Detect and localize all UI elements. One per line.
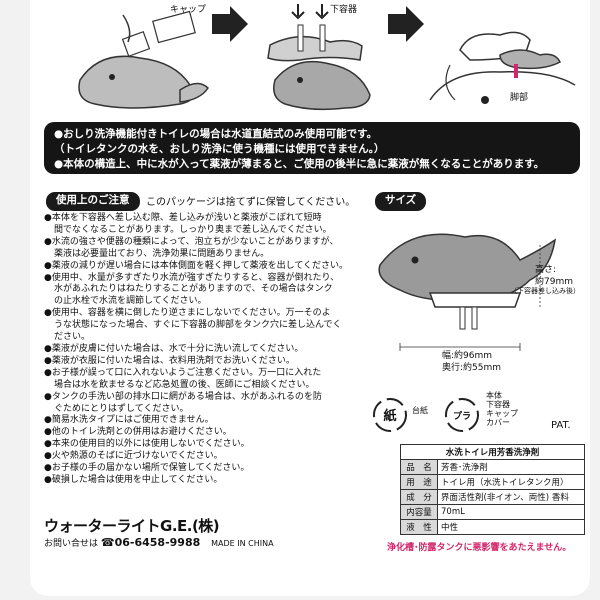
width-label: 幅:約96mm <box>442 351 493 361</box>
size-heading: サイズ <box>375 192 427 211</box>
spec-value: 70mL <box>437 504 585 520</box>
table-row: 品 名芳香･洗浄剤 <box>400 459 585 475</box>
warning-line: うな状態になった場合、すぐに下容器の脚部をタンク穴に差し込んでく <box>54 320 342 331</box>
height-note: （下容器差し込み後） <box>510 287 580 295</box>
plastic-mark: プラ <box>453 410 471 422</box>
company-name: ウォーターライトG.E.(株) <box>44 517 220 535</box>
table-row: 液 性中性 <box>400 519 585 535</box>
table-row: 成 分界面活性剤(非イオン、両性) 香料 <box>400 489 585 505</box>
paper-mark: 紙 <box>383 408 396 424</box>
notice-line: （トイレタンクの水を、おしり洗浄に使う機種には使用できません。） <box>54 143 385 155</box>
warning-line: ●水流の強さや便器の種類によって、泡立ちが少ないことがありますが、 <box>44 236 339 247</box>
phone-number: ☎06-6458-9988 <box>100 536 201 549</box>
height-value: 約79mm <box>535 277 573 287</box>
plastic-item: カバー <box>486 418 510 427</box>
warning-line: の止水栓で水流を調節してください。 <box>54 296 207 307</box>
step2-dolphin-icon <box>267 24 371 111</box>
spec-value: 芳香･洗浄剤 <box>437 459 585 475</box>
down-arrows-icon <box>291 4 329 20</box>
warning-line: ●お子様が誤って口に入れないようご注意ください。万一口に入れた <box>44 367 322 378</box>
usage-heading: 使用上のご注意 <box>46 192 140 211</box>
warning-line: ●火や熱源のそばに近づけないでください。 <box>44 451 223 462</box>
warning-line: ださい。 <box>54 332 91 343</box>
warning-line: ●簡易水洗タイプにはご使用できません。 <box>44 415 214 426</box>
paper-recycle-icon: 紙 <box>373 398 407 432</box>
warning-line: ●本来の使用目的以外には使用しないでください。 <box>44 439 250 450</box>
warning-line: ●本体を下容器へ差し込む際、差し込みが浅いと薬液がこぼれて短時 <box>44 213 322 223</box>
spec-head: 用 途 <box>400 474 438 490</box>
spec-head: 液 性 <box>400 519 438 535</box>
eco-warning: 浄化槽･防露タンクに悪影響をあたえません。 <box>387 543 572 553</box>
spec-head: 成 分 <box>400 489 438 505</box>
notice-line: ●本体の構造上、中に水が入って薬液が薄まると、ご使用の後半に急に薬液が無くなるこ… <box>54 158 545 170</box>
warning-line: ●タンクの手洗い部の排水口に網がある場合は、水があふれるのを防 <box>44 391 322 402</box>
notice-box: ●おしり洗浄機能付きトイレの場合は水道直結式のみ使用可能です。 （トイレタンクの… <box>44 122 580 174</box>
notice-line: ●おしり洗浄機能付きトイレの場合は水道直結式のみ使用可能です。 <box>54 128 378 140</box>
size-dolphin-illustration <box>378 233 557 351</box>
spec-value: トイレ用（水洗トイレタンク用） <box>437 474 585 490</box>
warning-line: ぐためにとりはずしてください。 <box>54 403 189 414</box>
spec-head: 内容量 <box>400 504 438 520</box>
warning-line: ●お子様の手の届かない場所で保管してください。 <box>44 463 250 474</box>
depth-label: 奥行:約55mm <box>442 363 502 373</box>
contact-label: お問い合せは <box>44 539 99 549</box>
leg-label: 脚部 <box>510 91 528 103</box>
contact-line: お問い合せは ☎06-6458-9988 MADE IN CHINA <box>44 536 274 549</box>
warning-line: 薬液は必要量出ており、洗浄効果に問題ありません。 <box>54 248 270 259</box>
warning-line: 場合は水を飲ませるなど応急処置の後、医師にご相談ください。 <box>54 379 315 390</box>
table-row: 用 途トイレ用（水洗トイレタンク用） <box>400 474 585 490</box>
plastic-item: 本体 <box>486 391 502 400</box>
warning-line: ●薬液が衣服に付いた場合は、衣料用洗剤でお洗いください。 <box>44 355 295 366</box>
instruction-illustration: キャップ 下容器 脚部 <box>78 3 576 111</box>
origin-label: MADE IN CHINA <box>211 539 274 548</box>
lower-container-label: 下容器 <box>330 3 357 15</box>
cap-icon <box>152 10 196 44</box>
plastic-recycle-icon: プラ <box>445 398 479 432</box>
patent-label: PAT. <box>551 420 571 431</box>
step3-tank-icon <box>429 31 576 104</box>
package-card: キャップ 下容器 脚部 <box>30 0 590 596</box>
height-label: 高さ: <box>535 265 557 275</box>
plastic-item: 下容器 <box>486 400 510 409</box>
warning-line: ●使用中、水量が多すぎたり水流が強すぎたりすると、容器が倒れたり、 <box>44 272 340 283</box>
table-row: 水洗トイレ用芳香洗浄剤 <box>400 444 585 460</box>
step1-dolphin-icon <box>78 14 209 109</box>
warning-line: ●薬液が皮膚に付いた場合は、水で十分に洗い流してください。 <box>44 343 304 354</box>
warning-line: ●他のトイレ洗剤との併用はお避けください。 <box>44 427 232 438</box>
spec-value: 中性 <box>437 519 585 535</box>
spec-title: 水洗トイレ用芳香洗浄剤 <box>400 444 585 460</box>
plastic-items: 本体 下容器 キャップ カバー <box>486 391 518 427</box>
arrow-right-icon-2 <box>388 6 424 42</box>
arrow-right-icon <box>212 6 248 42</box>
warning-line: ●破損した場合は使用を中止してください。 <box>44 474 223 485</box>
cap-label: キャップ <box>170 4 206 15</box>
spec-table: 水洗トイレ用芳香洗浄剤 品 名芳香･洗浄剤 用 途トイレ用（水洗トイレタンク用）… <box>400 444 585 535</box>
plastic-item: キャップ <box>486 409 518 418</box>
warning-line: ●薬液の減りが遅い場合には本体側面を軽く押して薬液を出してください。 <box>44 260 349 271</box>
spec-head: 品 名 <box>400 459 438 475</box>
usage-description: このパッケージは捨てずに保管してください。 <box>146 197 356 208</box>
warning-line: 水があふれたりはねたりすることがありますので、その場合はタンク <box>54 284 333 295</box>
paper-label: 台紙 <box>412 406 428 415</box>
warning-line: 間でなくなることがあります。しっかり奥まで差し込んでください。 <box>54 224 332 235</box>
spec-value: 界面活性剤(非イオン、両性) 香料 <box>437 489 585 505</box>
recycle-marks: 紙 台紙 プラ 本体 下容器 キャップ カバー <box>370 391 590 440</box>
warning-line: ●使用中、容器を横に倒したり逆さまにしないでください。万一そのよ <box>44 308 331 319</box>
warnings-list: ●本体を下容器へ差し込む際、差し込みが浅いと薬液がこぼれて短時間でなくなることが… <box>44 213 384 487</box>
